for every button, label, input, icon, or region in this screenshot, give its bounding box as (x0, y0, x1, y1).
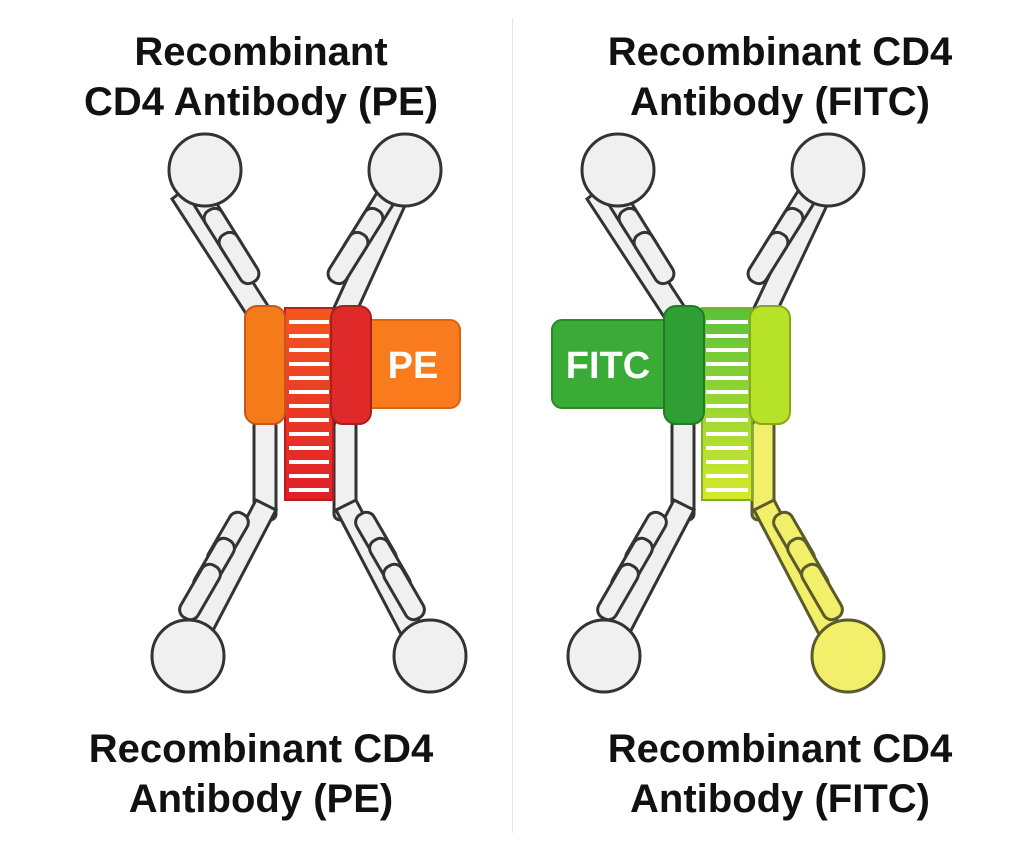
fitc-upper-left-arm (580, 132, 691, 329)
fitc-bridge (701, 307, 753, 501)
fitc-lower-left-arm (566, 418, 697, 694)
pe-lower-left-globe (150, 618, 226, 694)
fitc-hinge-right (749, 305, 791, 425)
pe-upper-right-globe (367, 132, 443, 208)
pe-bridge (284, 307, 334, 501)
pe-hinge-right (330, 305, 372, 425)
pe-lower-right-arm (332, 418, 468, 694)
pe-upper-left-arm (167, 132, 275, 329)
fitc-lower-left-globe (566, 618, 642, 694)
panel-divider (512, 18, 513, 833)
pe-antibody-title-top: Recombinant CD4 Antibody (PE) (83, 30, 439, 124)
pe-lower-left-arm (150, 418, 279, 694)
fitc-antibody-title-top: Recombinant CD4 Antibody (FITC) (607, 30, 953, 124)
fitc-lower-right-globe (810, 618, 886, 694)
pe-antibody-title-bottom: Recombinant CD4 Antibody (PE) (88, 727, 434, 821)
pe-upper-left-globe (167, 132, 243, 208)
fitc-upper-right-globe (790, 132, 866, 208)
fitc-tag-label: FITC (566, 345, 650, 387)
pe-tag-label: PE (388, 345, 439, 387)
fitc-upper-right-arm (746, 132, 866, 329)
pe-hinge-left (244, 305, 286, 425)
fitc-upper-left-globe (580, 132, 656, 208)
fitc-antibody-title-bottom: Recombinant CD4 Antibody (FITC) (607, 727, 953, 821)
pe-lower-right-globe (392, 618, 468, 694)
fitc-lower-right-arm (750, 418, 886, 694)
fitc-hinge-left (663, 305, 705, 425)
